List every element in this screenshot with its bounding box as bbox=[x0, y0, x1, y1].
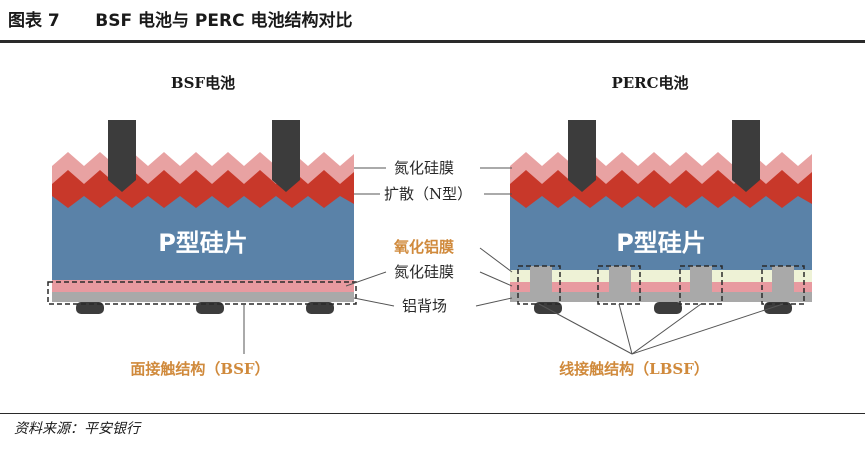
perc-local-contact bbox=[690, 266, 712, 294]
perc-local-contact bbox=[609, 266, 631, 294]
source-note: 资料来源：平安银行 bbox=[14, 421, 140, 437]
perc-local-contact bbox=[530, 266, 552, 294]
perc-rear-contact bbox=[654, 302, 682, 314]
label-aluminum-back: 铝背场 bbox=[402, 297, 447, 315]
bsf-cell: P型硅片 bbox=[47, 120, 357, 314]
perc-front-electrode-right bbox=[732, 120, 760, 192]
label-aluminum-oxide: 氧化铝膜 bbox=[393, 238, 454, 256]
callout-line bbox=[345, 271, 387, 287]
label-silicon-nitride-top: 氮化硅膜 bbox=[394, 159, 454, 177]
top-rule bbox=[0, 40, 865, 43]
perc-local-contact bbox=[772, 266, 794, 294]
perc-aluminum-back bbox=[510, 292, 812, 302]
perc-aluminum-oxide-layer bbox=[510, 270, 812, 282]
callout-line bbox=[353, 297, 395, 307]
bottom-rule bbox=[0, 413, 865, 414]
perc-title: PERC电池 bbox=[611, 74, 688, 92]
lbsf-contact-leader bbox=[618, 303, 633, 355]
bsf-title: BSF电池 bbox=[171, 74, 235, 92]
figure-title: 图表 7 BSF 电池与 PERC 电池结构对比 bbox=[8, 11, 353, 31]
label-diffusion: 扩散（N型） bbox=[384, 185, 472, 203]
bsf-front-electrode-right bbox=[272, 120, 300, 192]
bsf-p-silicon-label: P型硅片 bbox=[158, 229, 248, 257]
bsf-front-electrode-left bbox=[108, 120, 136, 192]
callout-line bbox=[475, 297, 513, 307]
callout-line bbox=[479, 247, 513, 273]
lbsf-contact-leader bbox=[538, 303, 633, 355]
bsf-rear-contact bbox=[196, 302, 224, 314]
bsf-aluminum-back bbox=[52, 292, 354, 302]
callout-line bbox=[479, 271, 513, 287]
lbsf-contact-leader bbox=[631, 303, 784, 355]
lbsf-contact-leader bbox=[631, 303, 702, 355]
label-silicon-nitride-bottom: 氮化硅膜 bbox=[394, 263, 454, 281]
bsf-rear-layer bbox=[52, 280, 354, 292]
perc-contact-label: 线接触结构（LBSF） bbox=[559, 360, 709, 378]
layer-callouts bbox=[243, 167, 784, 355]
perc-p-silicon-label: P型硅片 bbox=[616, 229, 706, 257]
perc-rear-layer bbox=[510, 282, 812, 292]
bsf-rear-contact bbox=[306, 302, 334, 314]
bsf-contact-label: 面接触结构（BSF） bbox=[130, 360, 269, 378]
bsf-rear-contact bbox=[76, 302, 104, 314]
perc-rear-contact bbox=[764, 302, 792, 314]
perc-cell: P型硅片 bbox=[510, 120, 812, 314]
perc-front-electrode-left bbox=[568, 120, 596, 192]
bsf-p-silicon bbox=[52, 194, 354, 292]
cell-structure-diagram: BSF电池 PERC电池 P型硅片 bbox=[47, 74, 812, 378]
bsf-contact-region-outline bbox=[47, 281, 357, 305]
